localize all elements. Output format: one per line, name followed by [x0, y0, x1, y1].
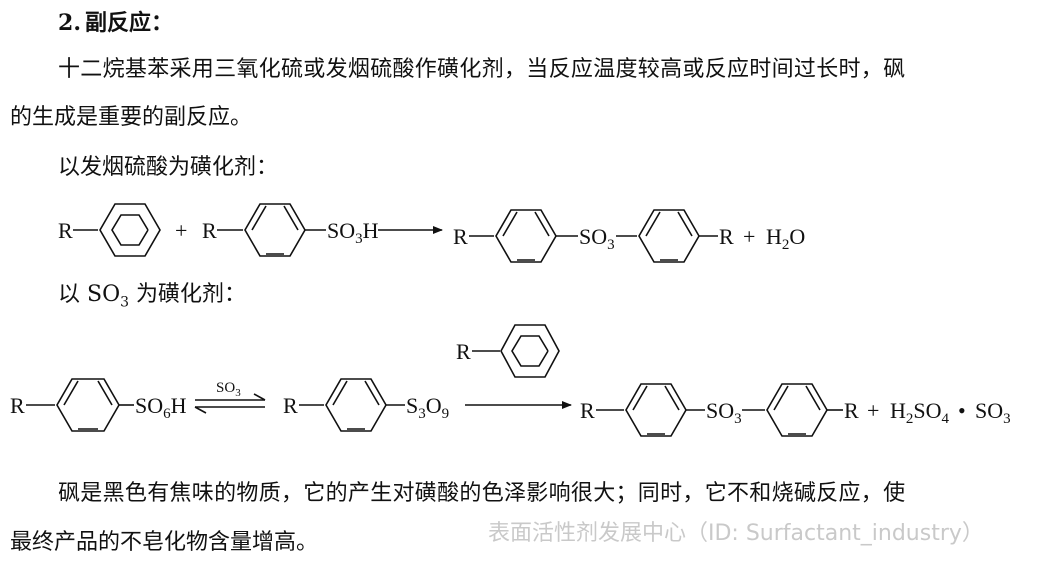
paragraph2-line2: 最终产品的不皂化物含量增高。 [10, 530, 319, 555]
benzene-ring-icon [500, 324, 560, 378]
r2-product-bridge: SO3 [706, 398, 742, 427]
section-title: 副反应： [84, 10, 173, 36]
r1-product-r-left: R [453, 224, 468, 249]
section-number: 2 [58, 10, 74, 36]
r1-reactant1-r: R [58, 218, 73, 243]
benzene-ring-icon [244, 203, 306, 257]
equilibrium-arrow-icon [194, 393, 266, 414]
r1-plus-sign-2: + [743, 224, 755, 249]
paragraph2-line1: 砜是黑色有焦味的物质，它的产生对磺酸的色泽影响很大；同时，它不和烧碱反应，使 [58, 481, 906, 506]
r2-intermediate-group: S3O9 [406, 393, 449, 422]
so3-sulfonation-label: 以 SO3 为磺化剂： [58, 282, 247, 311]
r1-reactant2-r: R [202, 218, 217, 243]
watermark: 表面活性剂发展中心（ID: Surfactant_industry） [488, 521, 984, 546]
r2-intermediate-r: R [283, 393, 298, 418]
benzene-ring-icon [325, 378, 387, 432]
r1-product-bridge: SO3 [579, 224, 615, 253]
benzene-ring-icon [766, 383, 828, 437]
r2-sulfuric-acid: H2SO4 [890, 398, 950, 427]
so3-label-subscript: 3 [120, 294, 130, 311]
section-heading: 2.副反应： [58, 12, 173, 34]
r1-plus-sign: + [175, 218, 187, 243]
so3-label-suffix: 为磺化剂： [129, 282, 247, 307]
benzene-ring-icon [638, 209, 700, 263]
r2-plus-sign: + [867, 398, 879, 423]
oleum-sulfonation-label: 以发烟硫酸为磺化剂： [58, 155, 279, 180]
reaction2-labels: R SO6H SO3 R S3O9 R R SO3 R + H2SO4 • SO… [10, 339, 1011, 427]
r2-reactant-group: SO6H [135, 393, 187, 422]
r2-equilibrium-reagent: SO3 [216, 380, 241, 399]
benzene-ring-icon [625, 383, 687, 437]
section-number-dot: . [73, 10, 81, 36]
r2-arrow-reagent-r: R [456, 339, 471, 364]
reaction1 [73, 203, 718, 263]
r2-so3: SO3 [975, 398, 1011, 427]
benzene-ring-icon [99, 203, 161, 257]
r2-reactant-r: R [10, 393, 25, 418]
benzene-ring-icon [56, 378, 120, 432]
paragraph1-line2: 的生成是重要的副反应。 [10, 105, 253, 130]
r1-product-r-right: R [719, 224, 734, 249]
r2-product-r-left: R [580, 398, 595, 423]
benzene-ring-icon [495, 209, 557, 263]
reaction1-labels: R + R SO3H R SO3 R + H2O [58, 218, 805, 253]
so3-label-prefix: 以 SO [58, 282, 121, 307]
r1-reactant2-group: SO3H [327, 218, 379, 247]
r2-product-r-right: R [844, 398, 859, 423]
r1-water: H2O [766, 224, 805, 253]
paragraph1-line1: 十二烷基苯采用三氧化硫或发烟硫酸作磺化剂，当反应温度较高或反应时间过长时，砜 [58, 57, 906, 82]
r2-dot: • [958, 398, 966, 423]
reaction2 [26, 324, 843, 437]
